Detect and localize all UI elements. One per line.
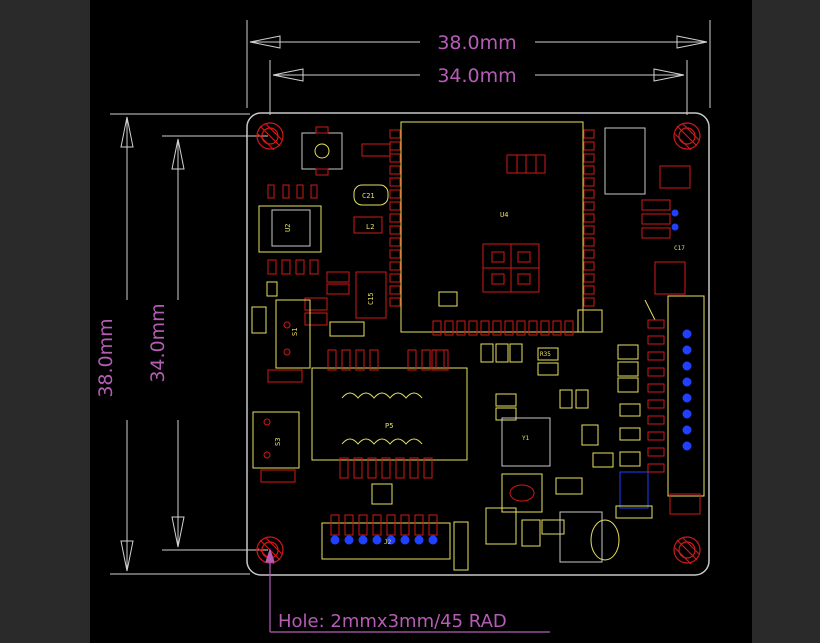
dimension-inner-height <box>162 135 268 551</box>
hole-top-left <box>256 122 284 151</box>
s3-designator: S3 <box>274 438 282 446</box>
u4-designator: U4 <box>500 211 508 219</box>
hole-note: Hole: 2mmx3mm/45 RAD <box>278 611 507 632</box>
pcb-canvas[interactable]: 38.0mm 34.0mm 38.0mm 34.0mm <box>90 0 752 643</box>
header-j2 <box>321 514 469 571</box>
right-vias <box>671 209 692 451</box>
p5-designator: P5 <box>385 422 393 430</box>
u2-designator: U2 <box>284 224 292 232</box>
outer-height-label: 38.0mm <box>95 318 117 397</box>
left-margin <box>0 0 90 643</box>
dimension-outer-height <box>110 113 250 575</box>
outer-width-label: 38.0mm <box>437 32 516 54</box>
c21-designator: C21 <box>362 192 375 200</box>
l2-designator: L2 <box>366 223 374 231</box>
mounting-holes <box>256 122 701 565</box>
center-components <box>431 291 653 563</box>
right-components <box>617 165 705 515</box>
c17-designator: C17 <box>674 245 685 252</box>
dimension-inner-width <box>269 60 688 115</box>
y1-designator: Y1 <box>522 435 530 442</box>
s1-designator: S1 <box>291 328 299 336</box>
right-margin <box>752 0 820 643</box>
hole-bottom-right <box>673 536 701 565</box>
dimension-outer-width <box>246 20 711 108</box>
j2-vias <box>330 535 438 545</box>
pcb-drawing: 38.0mm 34.0mm 38.0mm 34.0mm <box>95 20 711 633</box>
left-components <box>251 126 391 483</box>
hole-leader <box>265 548 550 633</box>
module-u4 <box>389 121 646 336</box>
board-outline <box>246 112 710 576</box>
r35-designator: R35 <box>540 351 551 358</box>
inner-width-label: 34.0mm <box>437 65 516 87</box>
connector-p5 <box>311 349 468 505</box>
hole-top-right <box>673 122 701 151</box>
c15-designator: C15 <box>367 292 375 305</box>
hole-bottom-left <box>256 536 284 565</box>
inner-height-label: 34.0mm <box>147 303 169 382</box>
j2-designator: J2 <box>384 539 392 546</box>
